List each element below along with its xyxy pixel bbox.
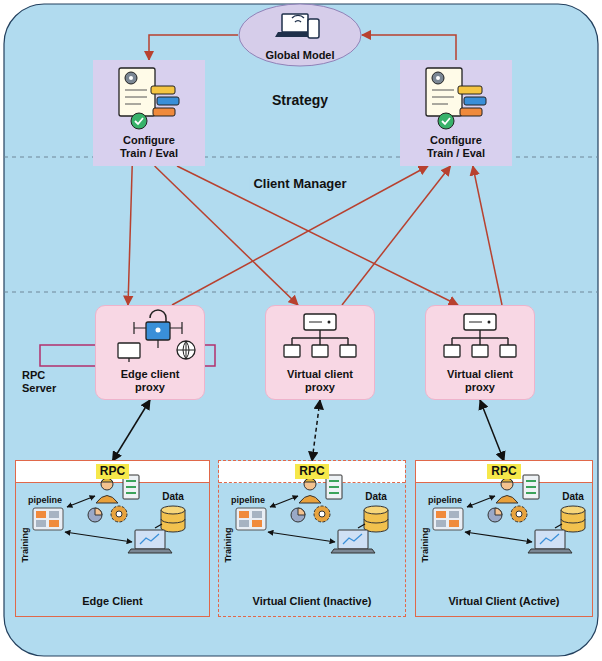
ellipse-outline: [239, 4, 361, 66]
data-label: Data: [162, 491, 184, 503]
client-illustration: [236, 475, 388, 553]
node-text: RPC: [487, 464, 520, 478]
proxy-box: Virtual client proxy: [265, 305, 375, 400]
rpc-header: RPC: [219, 461, 405, 483]
connector-arrow: [149, 35, 238, 60]
client-box: RPC Virtual Client (Inactive): [218, 460, 406, 617]
node-text: Virtual Client (Active): [448, 595, 559, 608]
client-box: RPC Edge Client: [15, 460, 210, 617]
node-text: Configure Train / Eval: [112, 134, 186, 160]
connector-arrow: [177, 166, 458, 305]
virtual-proxy-icon: [444, 314, 516, 357]
connector-arrow: [312, 400, 320, 461]
node-text: Edge client proxy: [107, 368, 193, 394]
rpc-header: RPC: [416, 461, 592, 483]
node-text: Virtual client proxy: [277, 368, 363, 394]
layer-title: Client Manager: [249, 176, 350, 192]
node-text: Virtual client proxy: [437, 368, 523, 394]
node-text: Global Model: [265, 49, 334, 62]
rpc-server-label: RPC Server: [22, 369, 74, 395]
connector-arrow: [113, 400, 151, 461]
system-panel: [4, 4, 598, 656]
configure-icon: [119, 68, 179, 129]
node-text: RPC: [96, 464, 129, 478]
strategy-box: Configure Train / Eval: [93, 60, 205, 166]
connector-arrow: [362, 35, 456, 60]
virtual-proxy-icon: [284, 314, 356, 357]
global-model-icon: [275, 14, 319, 38]
node-text: Virtual Client (Inactive): [253, 595, 372, 608]
pipeline-label: pipeline: [28, 495, 62, 506]
training-label: Training: [223, 527, 234, 562]
connector-arrow: [480, 400, 504, 461]
pipeline-label: pipeline: [231, 495, 265, 506]
rpc-header: RPC: [16, 461, 209, 483]
pipeline-label: pipeline: [428, 495, 462, 506]
node-text: RPC: [295, 464, 328, 478]
training-label: Training: [20, 527, 31, 562]
client-box: RPC Virtual Client (Active): [415, 460, 593, 617]
node-text: Configure Train / Eval: [419, 134, 493, 160]
connector-arrow: [172, 166, 428, 305]
model-ellipse: Global Model: [238, 3, 362, 67]
connector-arrow: [342, 166, 450, 305]
data-label: Data: [365, 491, 387, 503]
client-illustration: [33, 475, 185, 553]
data-label: Data: [562, 491, 584, 503]
proxy-box: Virtual client proxy: [425, 305, 535, 400]
node-text: Edge Client: [82, 595, 143, 608]
client-illustration: [433, 475, 585, 553]
layer-divider: [4, 292, 598, 293]
training-label: Training: [420, 527, 431, 562]
connector-arrow: [473, 166, 502, 305]
connector-arrow: [128, 166, 132, 305]
edge-proxy-icon: [118, 310, 195, 362]
configure-icon: [426, 68, 486, 129]
layer-title: Strategy: [272, 92, 328, 109]
strategy-box: Configure Train / Eval: [400, 60, 512, 166]
proxy-box: Edge client proxy: [95, 305, 205, 400]
